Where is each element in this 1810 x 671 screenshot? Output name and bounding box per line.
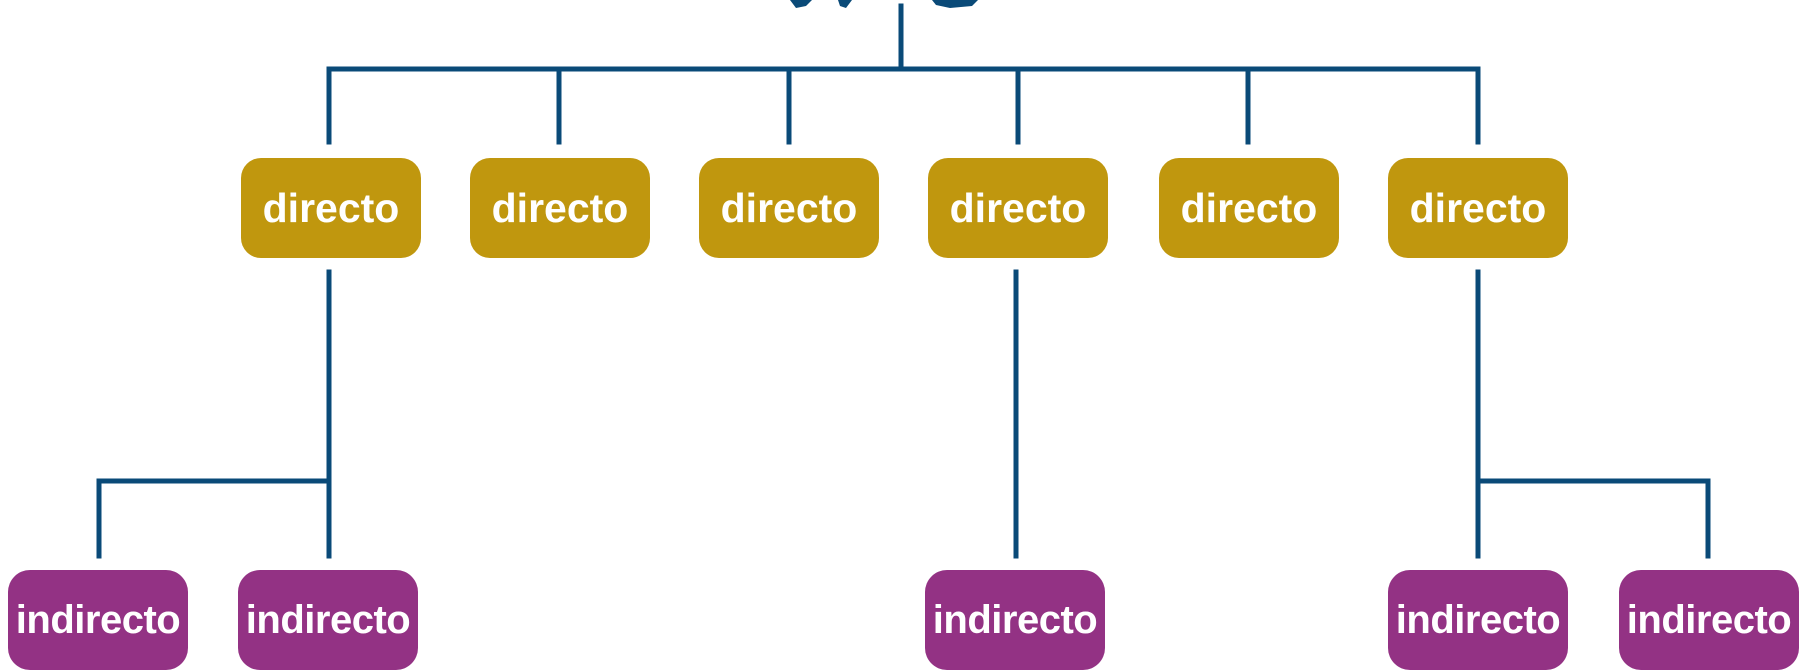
indirect-node: indirecto <box>238 570 418 670</box>
direct-node: directo <box>470 158 650 258</box>
direct-node: directo <box>1159 158 1339 258</box>
indirect-node: indirecto <box>1388 570 1568 670</box>
direct-node: directo <box>1388 158 1568 258</box>
direct-node: directo <box>699 158 879 258</box>
indirect-node: indirecto <box>925 570 1105 670</box>
direct-node: directo <box>241 158 421 258</box>
indirect-node: indirecto <box>8 570 188 670</box>
indirect-node: indirecto <box>1619 570 1799 670</box>
direct-node: directo <box>928 158 1108 258</box>
root-glyph-icon <box>790 0 978 8</box>
